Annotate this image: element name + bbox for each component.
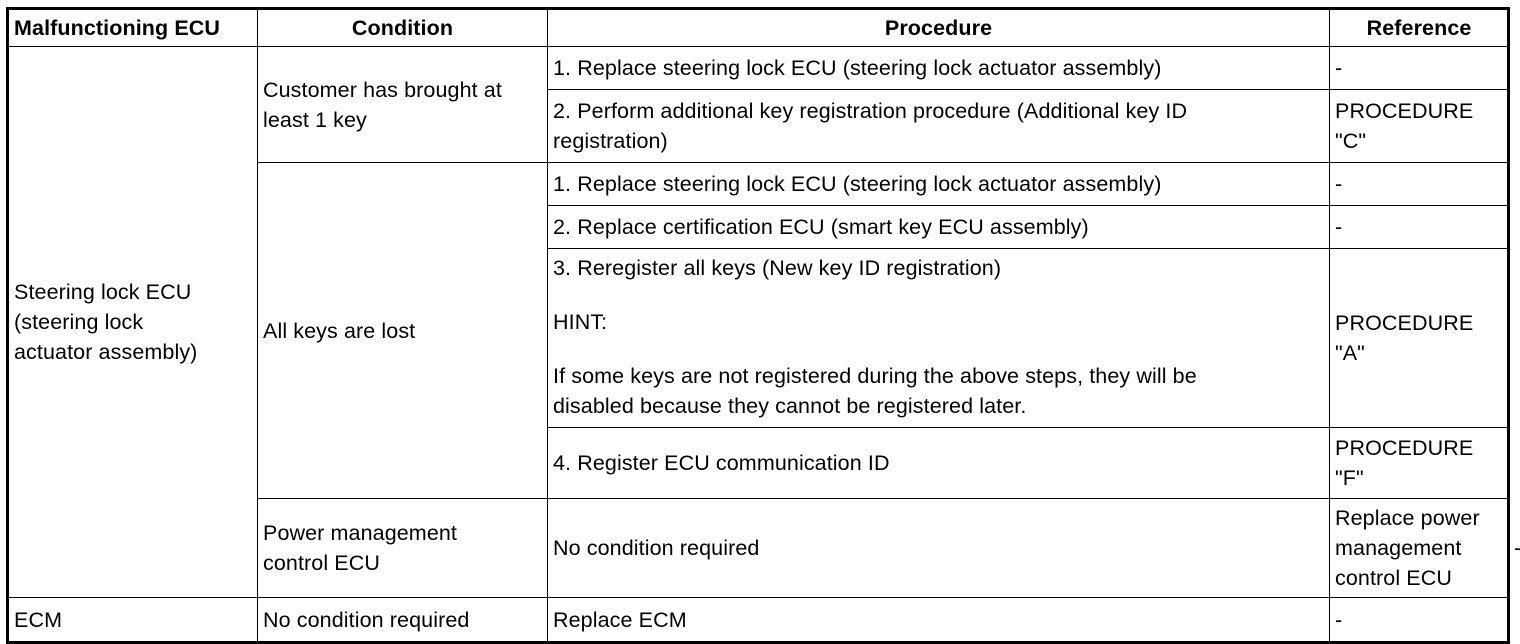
cell-condition-all-keys-lost: All keys are lost <box>257 162 548 499</box>
table-header-row: Malfunctioning ECU Condition Procedure R… <box>7 8 1509 47</box>
hint-label: HINT: <box>553 310 608 334</box>
reference-line: "F" <box>1335 466 1364 490</box>
cell-procedure: 3. Reregister all keys (New key ID regis… <box>547 248 1330 428</box>
condition-line: least 1 key <box>263 107 367 132</box>
cell-procedure: 1. Replace steering lock ECU (steering l… <box>547 46 1330 90</box>
procedure-line: 3. Reregister all keys (New key ID regis… <box>553 256 1002 280</box>
header-procedure: Procedure <box>547 8 1330 47</box>
reference-line: PROCEDURE <box>1335 436 1474 460</box>
table-row: 4. Register ECU communication ID PROCEDU… <box>8 427 1509 499</box>
table-row: Steering lock ECU (steering lock actuato… <box>7 46 1509 598</box>
cell-reference: PROCEDURE "A" <box>1329 248 1509 428</box>
cell-ecu-ecm: ECM <box>7 597 258 643</box>
hint-note-line: If some keys are not registered during t… <box>553 364 1197 388</box>
cell-reference: - <box>1329 597 1509 643</box>
paragraph-spacer <box>553 283 1324 307</box>
paragraph-spacer <box>553 337 1324 361</box>
header-condition: Condition <box>257 8 548 47</box>
table-row: 2. Perform additional key registration p… <box>8 89 1509 163</box>
cell-reference: - <box>1329 46 1509 90</box>
table-row: All keys are lost 1. Replace steering lo… <box>8 162 1509 499</box>
cell-reference: - <box>1329 162 1509 206</box>
ecu-name-line: Steering lock ECU <box>14 280 192 304</box>
ecu-name-line: (steering lock <box>14 310 144 334</box>
header-reference: Reference <box>1329 8 1509 47</box>
procedure-line: 2. Perform additional key registration p… <box>553 99 1188 123</box>
procedure-table-container: Malfunctioning ECU Condition Procedure R… <box>6 7 1520 644</box>
cell-condition-key-brought: Customer has brought at least 1 key <box>257 46 548 163</box>
reference-line: PROCEDURE <box>1335 311 1474 335</box>
cell-reference: PROCEDURE "F" <box>1329 427 1509 499</box>
reference-line: "C" <box>1335 129 1367 153</box>
cell-procedure: 2. Perform additional key registration p… <box>547 89 1330 163</box>
reference-line: PROCEDURE <box>1335 99 1474 123</box>
ecu-name-line: control ECU <box>263 551 380 575</box>
cell-condition: No condition required <box>257 597 548 643</box>
ecu-name-line: Power management <box>263 521 458 545</box>
cell-condition: No condition required <box>547 498 1330 598</box>
cell-procedure: 1. Replace steering lock ECU (steering l… <box>547 162 1330 206</box>
hint-note-line: disabled because they cannot be register… <box>553 394 1027 418</box>
cell-procedure: 2. Replace certification ECU (smart key … <box>547 205 1330 249</box>
table-row: Power management control ECU No conditio… <box>8 498 1520 598</box>
table-row: ECM No condition required Replace ECM - <box>7 597 1509 643</box>
reference-line: "A" <box>1335 341 1365 365</box>
cell-reference: - <box>1329 205 1509 249</box>
procedure-line: registration) <box>553 129 668 153</box>
cell-reference: PROCEDURE "C" <box>1329 89 1509 163</box>
cell-ecu-power-management: Power management control ECU <box>257 498 548 598</box>
cell-ecu-steering-lock: Steering lock ECU (steering lock actuato… <box>7 46 258 598</box>
header-malfunctioning-ecu: Malfunctioning ECU <box>7 8 258 47</box>
ecu-name-line: actuator assembly) <box>14 340 198 364</box>
table-row: 3. Reregister all keys (New key ID regis… <box>8 248 1509 428</box>
ecu-replacement-procedure-table: Malfunctioning ECU Condition Procedure R… <box>6 7 1520 644</box>
cell-procedure: Replace power management control ECU <box>1329 498 1509 598</box>
cell-procedure: 4. Register ECU communication ID <box>547 427 1330 499</box>
cell-procedure: Replace ECM <box>547 597 1330 643</box>
condition-line: Customer has brought at <box>263 77 502 102</box>
